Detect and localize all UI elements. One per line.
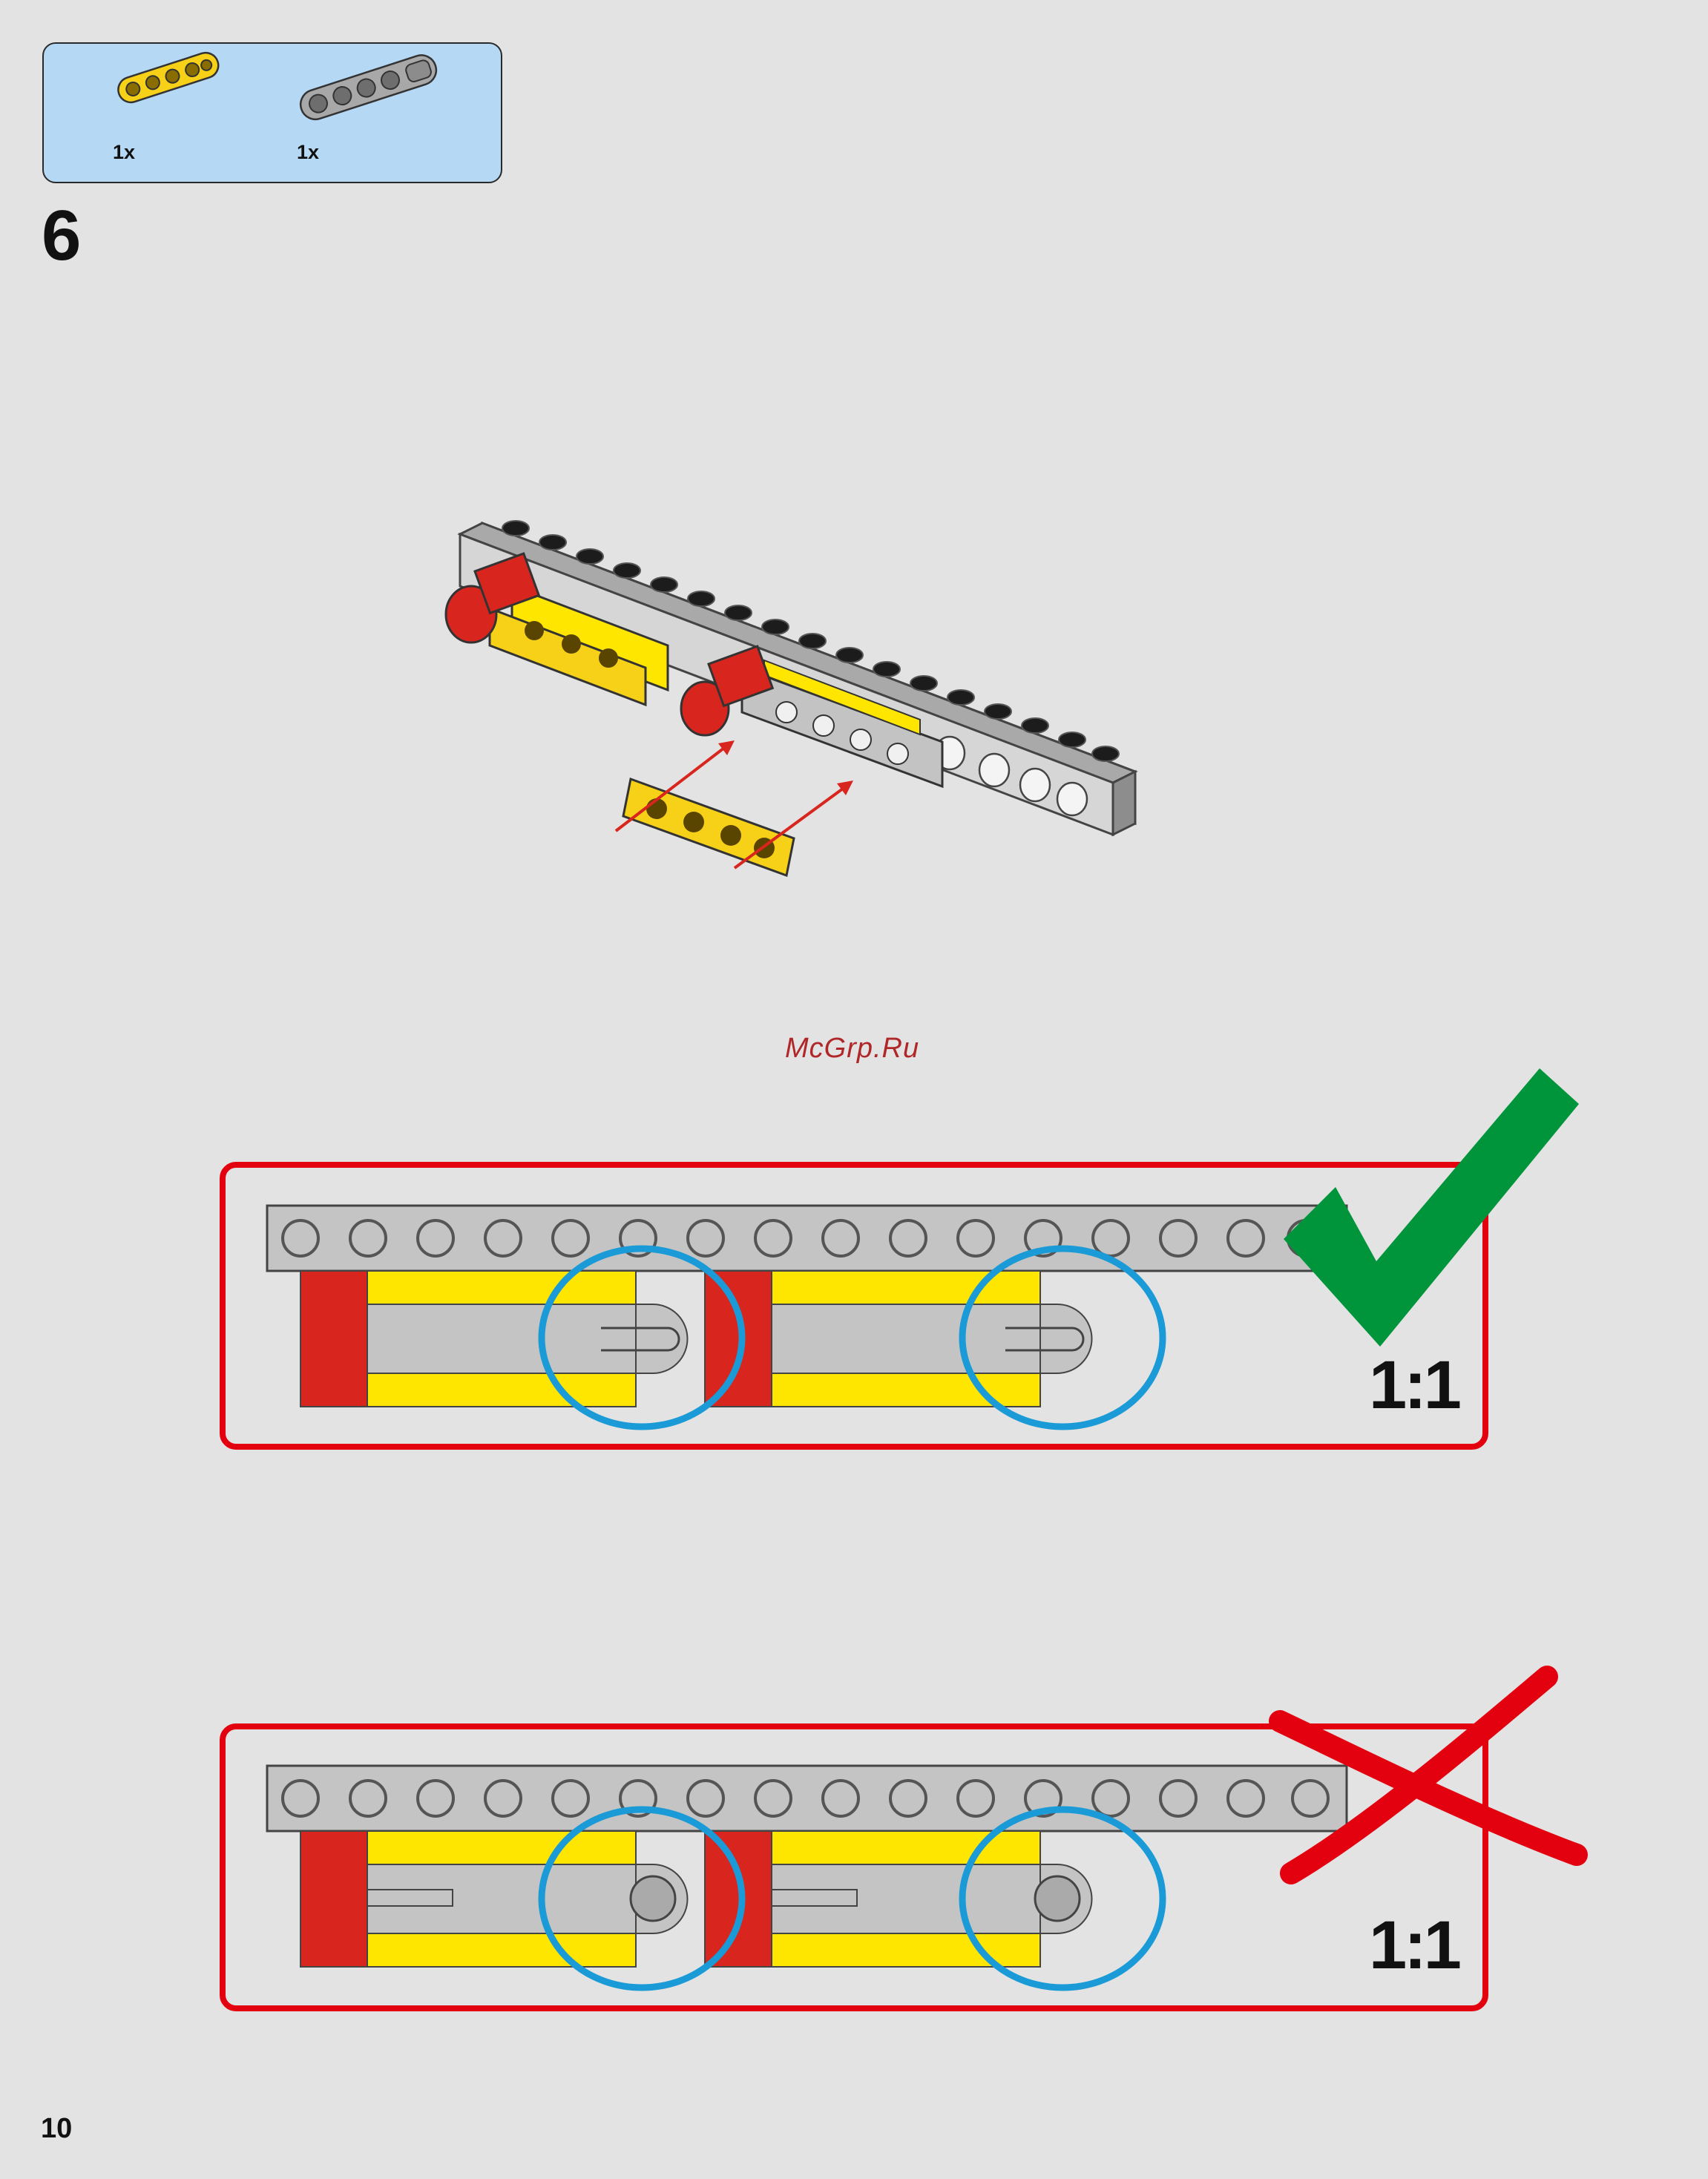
green-checkmark-icon bbox=[1284, 1068, 1579, 1347]
scale-label-incorrect: 1:1 bbox=[1369, 1907, 1459, 1985]
page-number: 10 bbox=[41, 2113, 72, 2145]
scale-label-correct: 1:1 bbox=[1369, 1347, 1459, 1424]
